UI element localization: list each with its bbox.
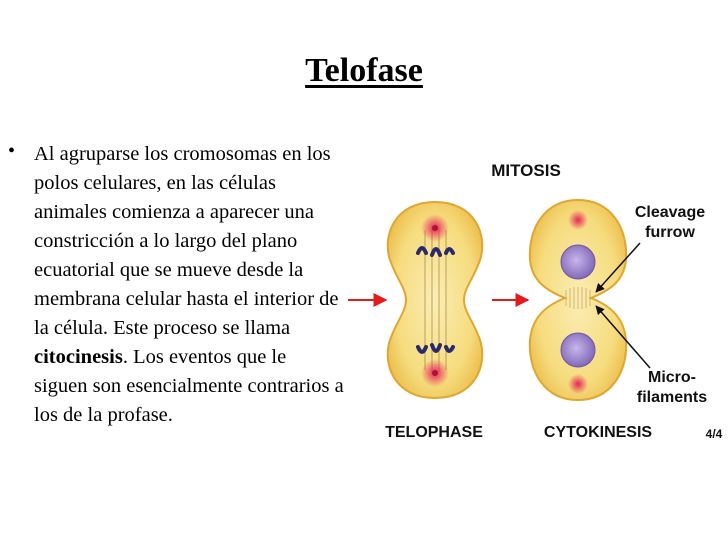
paragraph-part-1: Al agruparse los cromosomas en los polos… bbox=[34, 143, 339, 339]
microfilaments-icon bbox=[565, 287, 591, 309]
bullet-paragraph: Al agruparse los cromosomas en los polos… bbox=[34, 140, 344, 430]
cytokinesis-cell bbox=[528, 198, 628, 402]
bottom-chromosomes-icon bbox=[416, 343, 455, 354]
bottom-nucleus-icon bbox=[560, 332, 596, 368]
cleavage-label-line2: furrow bbox=[645, 224, 695, 241]
microfilaments-label-line2: filaments bbox=[637, 389, 707, 406]
telophase-label: TELOPHASE bbox=[385, 424, 483, 441]
cytokinesis-label: CYTOKINESIS bbox=[544, 424, 653, 441]
top-nucleus-icon bbox=[560, 244, 596, 280]
microfilaments-label-line1: Micro- bbox=[648, 369, 696, 386]
paragraph-part-2: . Los eventos que le siguen son esencial… bbox=[34, 346, 344, 426]
slide-title: Telofase bbox=[305, 52, 423, 89]
figure-header: MITOSIS bbox=[491, 161, 561, 180]
microfilaments-pointer-icon bbox=[595, 305, 651, 369]
top-chromosomes-icon bbox=[416, 246, 455, 257]
telophase-cell bbox=[386, 200, 484, 400]
mitosis-figure: MITOSIS bbox=[348, 161, 723, 441]
top-centrosome-icon bbox=[568, 210, 588, 230]
cleavage-label-line1: Cleavage bbox=[635, 204, 705, 221]
paragraph-bold-term: citocinesis bbox=[34, 346, 123, 368]
cleavage-pointer-icon bbox=[595, 242, 641, 293]
page-marker: 4/4 bbox=[706, 427, 723, 441]
bottom-centrosome-icon bbox=[568, 374, 588, 394]
bullet-marker: • bbox=[8, 140, 16, 162]
